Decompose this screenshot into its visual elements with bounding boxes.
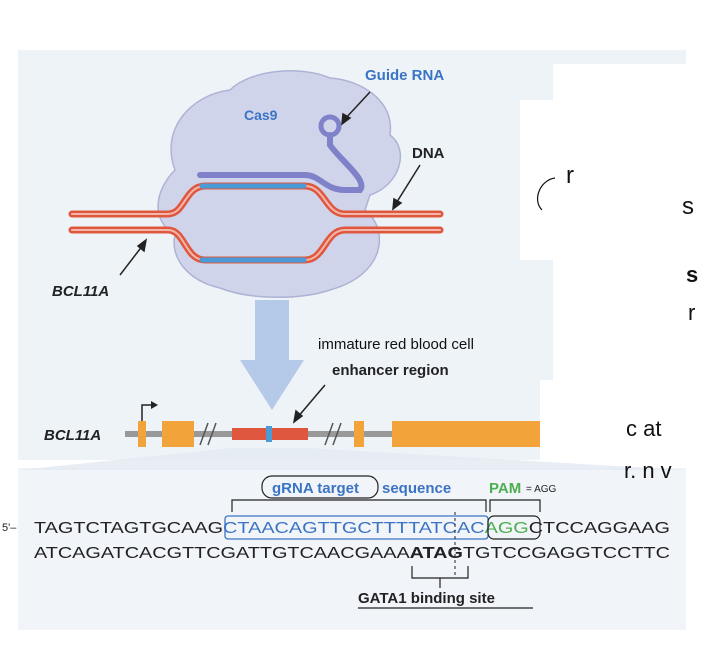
svg-text:r: r (566, 162, 574, 189)
guide-rna (197, 114, 365, 193)
pam-highlight (487, 515, 541, 540)
gata1-mark (266, 426, 272, 442)
grna-target-outline (261, 475, 379, 499)
exon-2 (162, 421, 194, 447)
svg-text:s: s (686, 262, 698, 287)
bcl11a-top-label: BCL11A (52, 283, 109, 300)
dna-label: DNA (412, 145, 445, 162)
svg-text:s: s (682, 193, 694, 220)
right-overlay (520, 64, 719, 460)
tss-arrow-icon (151, 401, 158, 409)
sequence-word-label: sequence (382, 480, 451, 497)
pointer-arrows (119, 91, 421, 424)
right-fragments: r s s r c at r. n v (537, 162, 698, 483)
exon-3 (354, 421, 364, 447)
pam-note: = AGG (526, 484, 557, 495)
enhancer-label: enhancer region (332, 362, 449, 379)
pam-label: PAM (489, 480, 521, 497)
down-arrow-icon (240, 300, 304, 410)
gene-track: BCL11A (18, 401, 692, 470)
sequence-panel: gRNA target sequence PAM = AGG 5'– TAGTC… (2, 475, 670, 609)
five-prime-label: 5'– (2, 522, 17, 534)
grna-target-label: gRNA target (272, 480, 359, 497)
guide-rna-label: Guide RNA (365, 67, 444, 84)
cas9-label: Cas9 (244, 107, 278, 123)
svg-text:r. n v: r. n v (624, 458, 672, 483)
svg-text:r: r (688, 300, 695, 325)
cell-note-label: immature red blood cell (318, 336, 474, 353)
bcl11a-gene-label: BCL11A (44, 427, 101, 444)
gata1-label: GATA1 binding site (358, 590, 495, 607)
dna-duplex (68, 182, 444, 264)
svg-text:c at: c at (626, 416, 661, 441)
bottom-panel (18, 468, 686, 630)
exon-1 (138, 421, 146, 447)
